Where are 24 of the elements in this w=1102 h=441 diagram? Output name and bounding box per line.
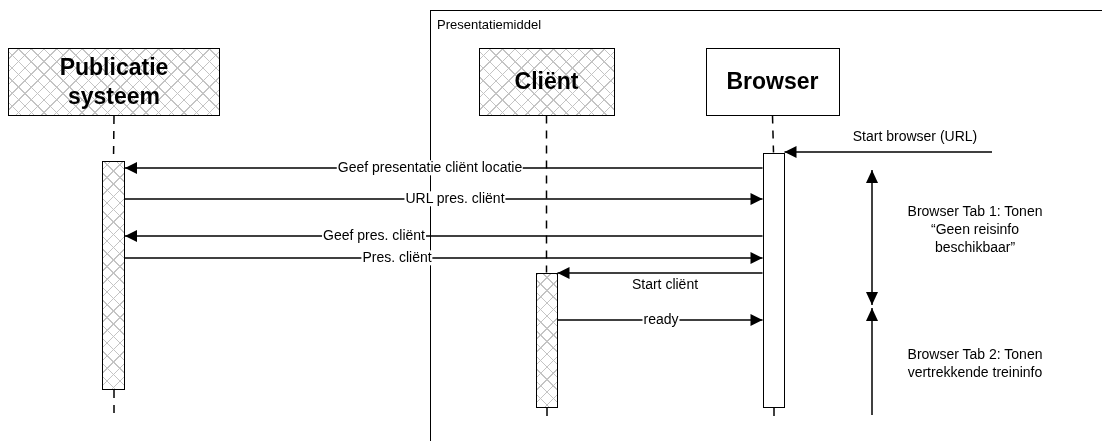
frame-title: Presentatiemiddel	[437, 17, 542, 32]
lifeline-header-box	[8, 48, 220, 116]
activation-bar	[535, 272, 558, 408]
note-text: Browser Tab 1: Tonen “Geen reisinfo beschikbaar”	[906, 201, 1044, 257]
edge-label: Start browser (URL)	[851, 129, 979, 145]
lifeline	[545, 114, 548, 274]
lifeline-header-box	[478, 47, 615, 116]
lifeline-title: Browser	[726, 67, 819, 96]
lifeline-title: Cliënt	[514, 67, 579, 96]
edge-label: Geef presentatie cliënt locatie	[336, 160, 524, 176]
message-arrow	[124, 252, 764, 264]
edge-label: Geef pres. cliënt	[322, 228, 426, 244]
edge-label: URL pres. cliënt	[404, 191, 506, 207]
lifeline	[771, 114, 775, 154]
note-text: Browser Tab 2: Tonen vertrekkende treininfo	[906, 344, 1044, 382]
edge-label: ready	[642, 312, 680, 328]
edge-label: Pres. cliënt	[361, 250, 433, 266]
lifeline-header-box	[705, 47, 840, 116]
lifeline-title: Publicatie systeem	[58, 53, 170, 111]
activation-bar	[762, 152, 785, 408]
activation-bar	[102, 161, 125, 390]
message-arrow	[556, 314, 764, 326]
message-arrow	[556, 267, 764, 279]
message-arrow	[783, 146, 993, 158]
